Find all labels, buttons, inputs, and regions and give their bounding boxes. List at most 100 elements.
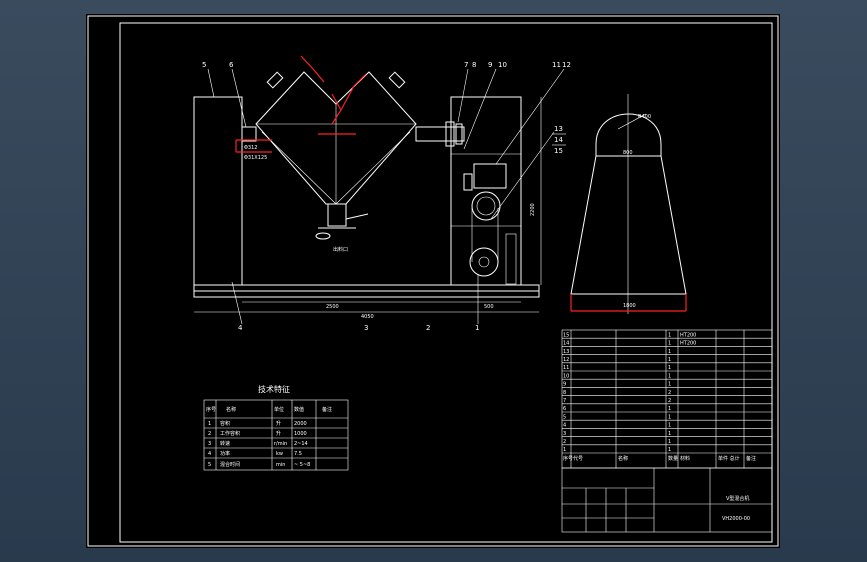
parts-header-cell: 备注	[746, 455, 756, 462]
tech-r1-c1: 工作容积	[220, 430, 240, 437]
tech-r0-c0: 1	[208, 421, 211, 427]
balloon-8: 8	[472, 61, 476, 69]
tech-r1-c0: 2	[208, 431, 211, 437]
balloon-3: 3	[364, 324, 368, 332]
tech-r2-c1: 转速	[220, 440, 230, 447]
balloon-9: 9	[488, 61, 492, 69]
dim-flange-a: Φ312	[244, 145, 257, 151]
parts-cell: 1	[668, 414, 671, 420]
parts-cell: 13	[563, 349, 569, 355]
dim-overall-len: 4050	[361, 314, 374, 320]
parts-header-cell: 数量	[668, 455, 678, 462]
tech-r0-c2: 升	[276, 420, 281, 427]
balloon-5: 5	[202, 61, 206, 69]
tech-r4-c1: 混合时间	[220, 461, 240, 468]
parts-cell: 1	[668, 341, 671, 347]
title-block: V型混合机 VH2000-00	[561, 467, 773, 533]
tech-r1-c2: 升	[276, 430, 281, 437]
parts-header-cell: 名称	[618, 455, 628, 462]
balloon-15: 15	[554, 147, 563, 155]
tech-r2-c0: 3	[208, 441, 211, 447]
parts-header-cell: 代号	[573, 455, 583, 462]
parts-cell: 1	[668, 349, 671, 355]
parts-cell: 1	[563, 447, 566, 453]
dim-motor-len: 500	[484, 304, 494, 310]
parts-cell: 6	[563, 406, 566, 412]
tech-hdr-3: 数值	[294, 406, 304, 413]
parts-cell: 1	[668, 332, 671, 338]
drawing-sheet: Φ312 Φ31X125 2500 500 4050 2200 出料口	[86, 14, 780, 548]
tech-table: 技术特征 序号 名称 单位 数值 备注 1 容积 升	[203, 384, 349, 471]
parts-cell: 1	[668, 373, 671, 379]
parts-cell: 1	[668, 406, 671, 412]
dim-side-top: 800	[623, 150, 633, 156]
balloon-7: 7	[464, 61, 468, 69]
parts-cell: 2	[563, 439, 566, 445]
dim-side-bottom: 1800	[623, 303, 636, 309]
parts-cell: 9	[563, 382, 566, 388]
parts-cell: 4	[563, 423, 566, 429]
balloon-4: 4	[238, 324, 243, 332]
parts-cell: 1	[668, 357, 671, 363]
drawing-number: VH2000-00	[722, 516, 750, 522]
tech-r4-c3: ~ 5~8	[294, 462, 310, 468]
balloon-1: 1	[475, 324, 479, 332]
tech-hdr-0: 序号	[206, 406, 216, 413]
tech-hdr-2: 单位	[274, 406, 284, 413]
red-annotations: Φ312 Φ31X125	[235, 55, 367, 161]
tech-r3-c3: 7.5	[294, 451, 302, 457]
parts-cell: 3	[563, 431, 566, 437]
tech-r3-c2: kw	[276, 451, 283, 457]
parts-cell: 1	[668, 423, 671, 429]
front-view: Φ312 Φ31X125 2500 500 4050 2200 出料口	[193, 55, 571, 332]
pulley	[469, 247, 499, 277]
balloon-6: 6	[229, 61, 234, 69]
balloon-10: 10	[498, 61, 507, 69]
parts-cell: 1	[668, 447, 671, 453]
parts-cell: 8	[563, 390, 566, 396]
outlet-label: 出料口	[333, 246, 348, 253]
tech-r2-c3: 2~14	[294, 441, 308, 447]
parts-cell: 2	[668, 390, 671, 396]
parts-cell: 1	[668, 439, 671, 445]
tech-r3-c0: 4	[208, 451, 211, 457]
outer-frame	[87, 15, 779, 547]
dim-base-len: 2500	[326, 304, 339, 310]
parts-cell: 12	[563, 357, 569, 363]
balloon-13: 13	[554, 125, 563, 133]
tech-r4-c2: min	[276, 462, 285, 468]
balloon-11: 11	[552, 61, 561, 69]
tech-hdr-4: 备注	[322, 406, 332, 413]
main-shaft	[415, 126, 465, 142]
tech-r0-c1: 容积	[220, 420, 230, 427]
balloon-12: 12	[562, 61, 571, 69]
balloon-2: 2	[426, 324, 430, 332]
parts-cell: HT200	[680, 332, 696, 338]
tech-r0-c3: 2000	[294, 421, 307, 427]
dim-height: 2200	[530, 203, 536, 216]
dim-side-radius: R400	[638, 114, 651, 120]
tech-r3-c1: 功率	[220, 450, 230, 457]
parts-cell: 1	[668, 382, 671, 388]
parts-cell: 15	[563, 332, 569, 338]
left-support	[193, 96, 243, 286]
tech-r4-c0: 5	[208, 462, 211, 468]
tech-r1-c3: 1000	[294, 431, 307, 437]
parts-header-cell: 序号	[563, 455, 573, 462]
tech-hdr-1: 名称	[226, 406, 236, 413]
parts-cell: 5	[563, 414, 566, 420]
inner-frame	[119, 22, 773, 543]
tech-r2-c2: r/min	[274, 441, 287, 447]
drive-housing	[450, 96, 522, 286]
parts-cell: 2	[668, 398, 671, 404]
parts-cell: 14	[563, 341, 569, 347]
drawing-canvas: Φ312 Φ31X125 2500 500 4050 2200 出料口	[87, 15, 779, 547]
dim-flange-b: Φ31X125	[244, 155, 267, 161]
tech-table-title: 技术特征	[258, 384, 290, 394]
motor	[473, 163, 507, 189]
parts-header-cell: 单件 总计	[718, 455, 740, 462]
parts-cell: 10	[563, 373, 569, 379]
parts-cell: 11	[563, 365, 569, 371]
